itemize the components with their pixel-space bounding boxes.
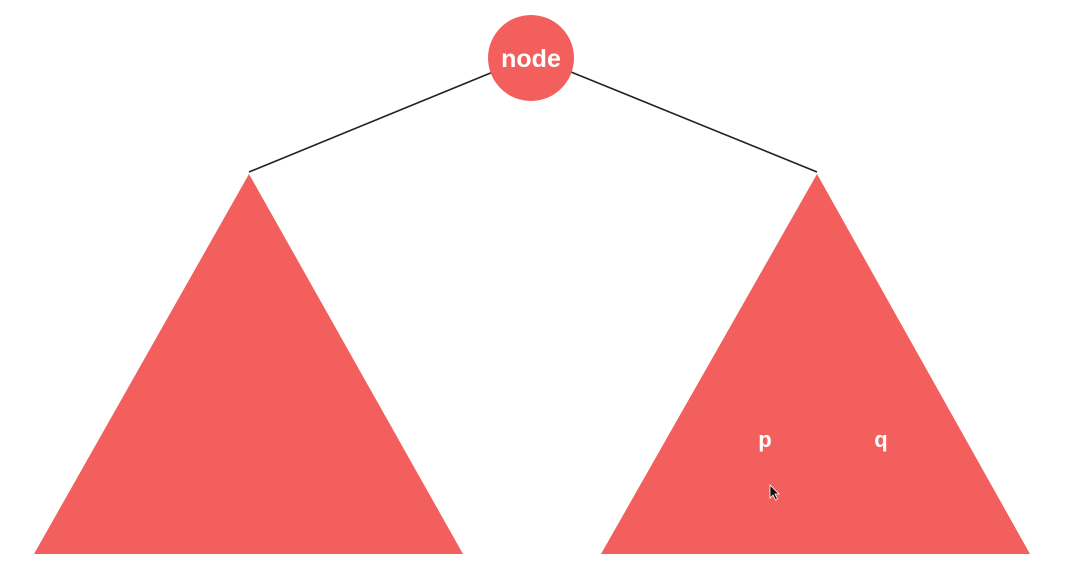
edge-root-to-left-subtree: [248, 71, 494, 173]
node-q-label: q: [874, 427, 887, 452]
node-p-label: p: [758, 427, 771, 452]
root-node: [488, 15, 574, 101]
root-node-label: node: [501, 45, 561, 73]
mouse-pointer-icon: [769, 484, 780, 501]
left-subtree: [34, 174, 463, 554]
right-subtree: [601, 174, 1030, 554]
edge-root-to-right-subtree: [570, 71, 818, 173]
